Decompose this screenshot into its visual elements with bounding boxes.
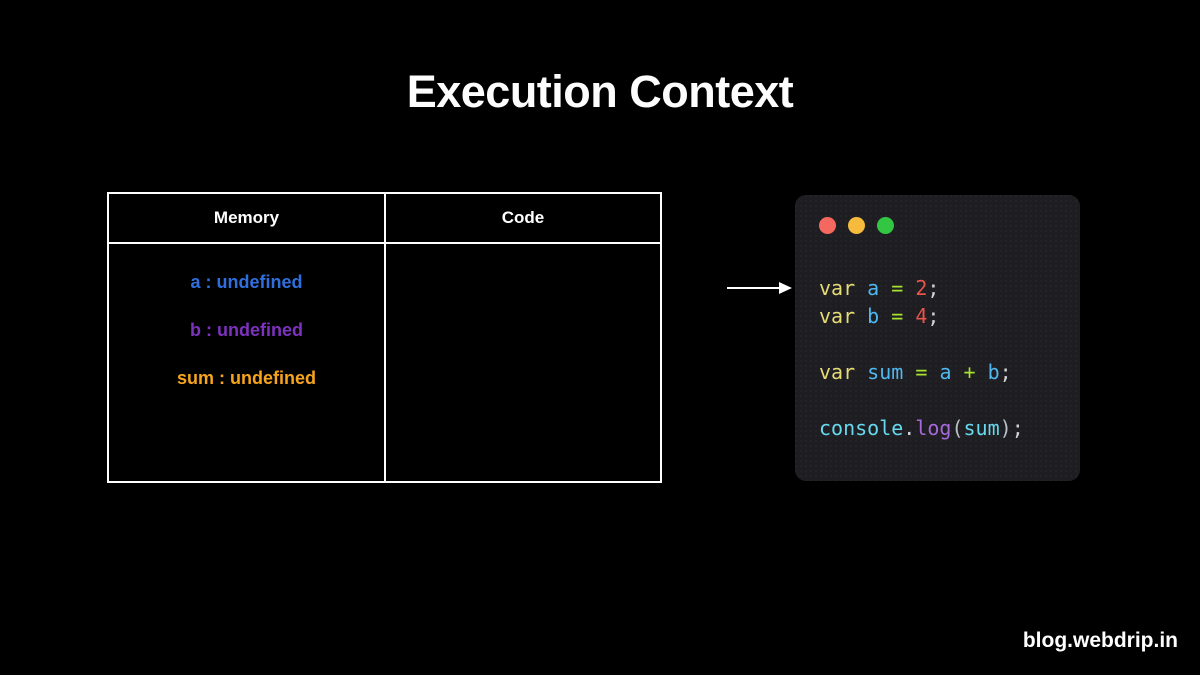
memory-entry: sum : undefined (177, 368, 316, 388)
memory-entry-list: a : undefined b : undefined sum : undefine… (109, 244, 384, 481)
arrow-head (779, 282, 792, 294)
code-token: ; (927, 276, 940, 300)
code-token: + (963, 360, 976, 384)
table-body-row: a : undefined b : undefined sum : undefine… (109, 244, 660, 481)
code-token (879, 304, 891, 328)
code-token: var (819, 304, 856, 328)
code-cell-content (386, 244, 660, 481)
code-line (819, 330, 1056, 358)
code-token (903, 360, 915, 384)
code-line: var b = 4; (819, 302, 1056, 330)
code-token: ; (1011, 416, 1024, 440)
code-token: = (891, 276, 904, 300)
code-snippet: var a = 2;var b = 4;var sum = a + b;cons… (819, 274, 1056, 442)
column-header-memory: Memory (109, 194, 386, 242)
code-token: sum (963, 416, 1000, 440)
code-token: var (819, 360, 856, 384)
code-token: b (987, 360, 1000, 384)
code-token (879, 276, 891, 300)
code-token (951, 360, 963, 384)
close-dot-icon[interactable] (819, 217, 836, 234)
code-token: a (939, 360, 952, 384)
minimize-dot-icon[interactable] (848, 217, 865, 234)
maximize-dot-icon[interactable] (877, 217, 894, 234)
code-token: = (891, 304, 904, 328)
page-title: Execution Context (406, 66, 794, 117)
code-token (903, 304, 915, 328)
code-line: var a = 2; (819, 274, 1056, 302)
code-token (855, 276, 867, 300)
table-header-row: Memory Code (109, 194, 660, 244)
window-controls (819, 217, 1056, 234)
code-token: 4 (915, 304, 928, 328)
code-token: = (915, 360, 928, 384)
watermark: blog.webdrip.in (1022, 629, 1178, 652)
code-token: console (819, 416, 904, 440)
code-token: log (915, 416, 952, 440)
memory-entry: b : undefined (190, 320, 303, 340)
code-token: ; (999, 360, 1012, 384)
code-token (976, 360, 988, 384)
code-line (819, 386, 1056, 414)
code-token: sum (867, 360, 904, 384)
execution-context-table: Memory Code a : undefined b : undefined su… (107, 192, 662, 483)
code-token: var (819, 276, 856, 300)
memory-cell: a : undefined b : undefined sum : undefine… (109, 244, 386, 481)
code-token: ( (951, 416, 964, 440)
code-line: var sum = a + b; (819, 358, 1056, 386)
code-token: b (867, 304, 880, 328)
code-token (903, 276, 915, 300)
arrow-right-icon (727, 282, 793, 294)
code-token (855, 304, 867, 328)
code-token: . (903, 416, 916, 440)
code-token (927, 360, 939, 384)
code-token: a (867, 276, 880, 300)
memory-entry: a : undefined (190, 272, 303, 292)
code-token (855, 360, 867, 384)
code-editor-window: var a = 2;var b = 4;var sum = a + b;cons… (795, 195, 1080, 481)
code-token: 2 (915, 276, 928, 300)
arrow-shaft (727, 287, 781, 289)
code-line: console.log(sum); (819, 414, 1056, 442)
code-token: ; (927, 304, 940, 328)
code-cell (386, 244, 660, 481)
code-token: ) (999, 416, 1012, 440)
column-header-code: Code (501, 208, 545, 227)
